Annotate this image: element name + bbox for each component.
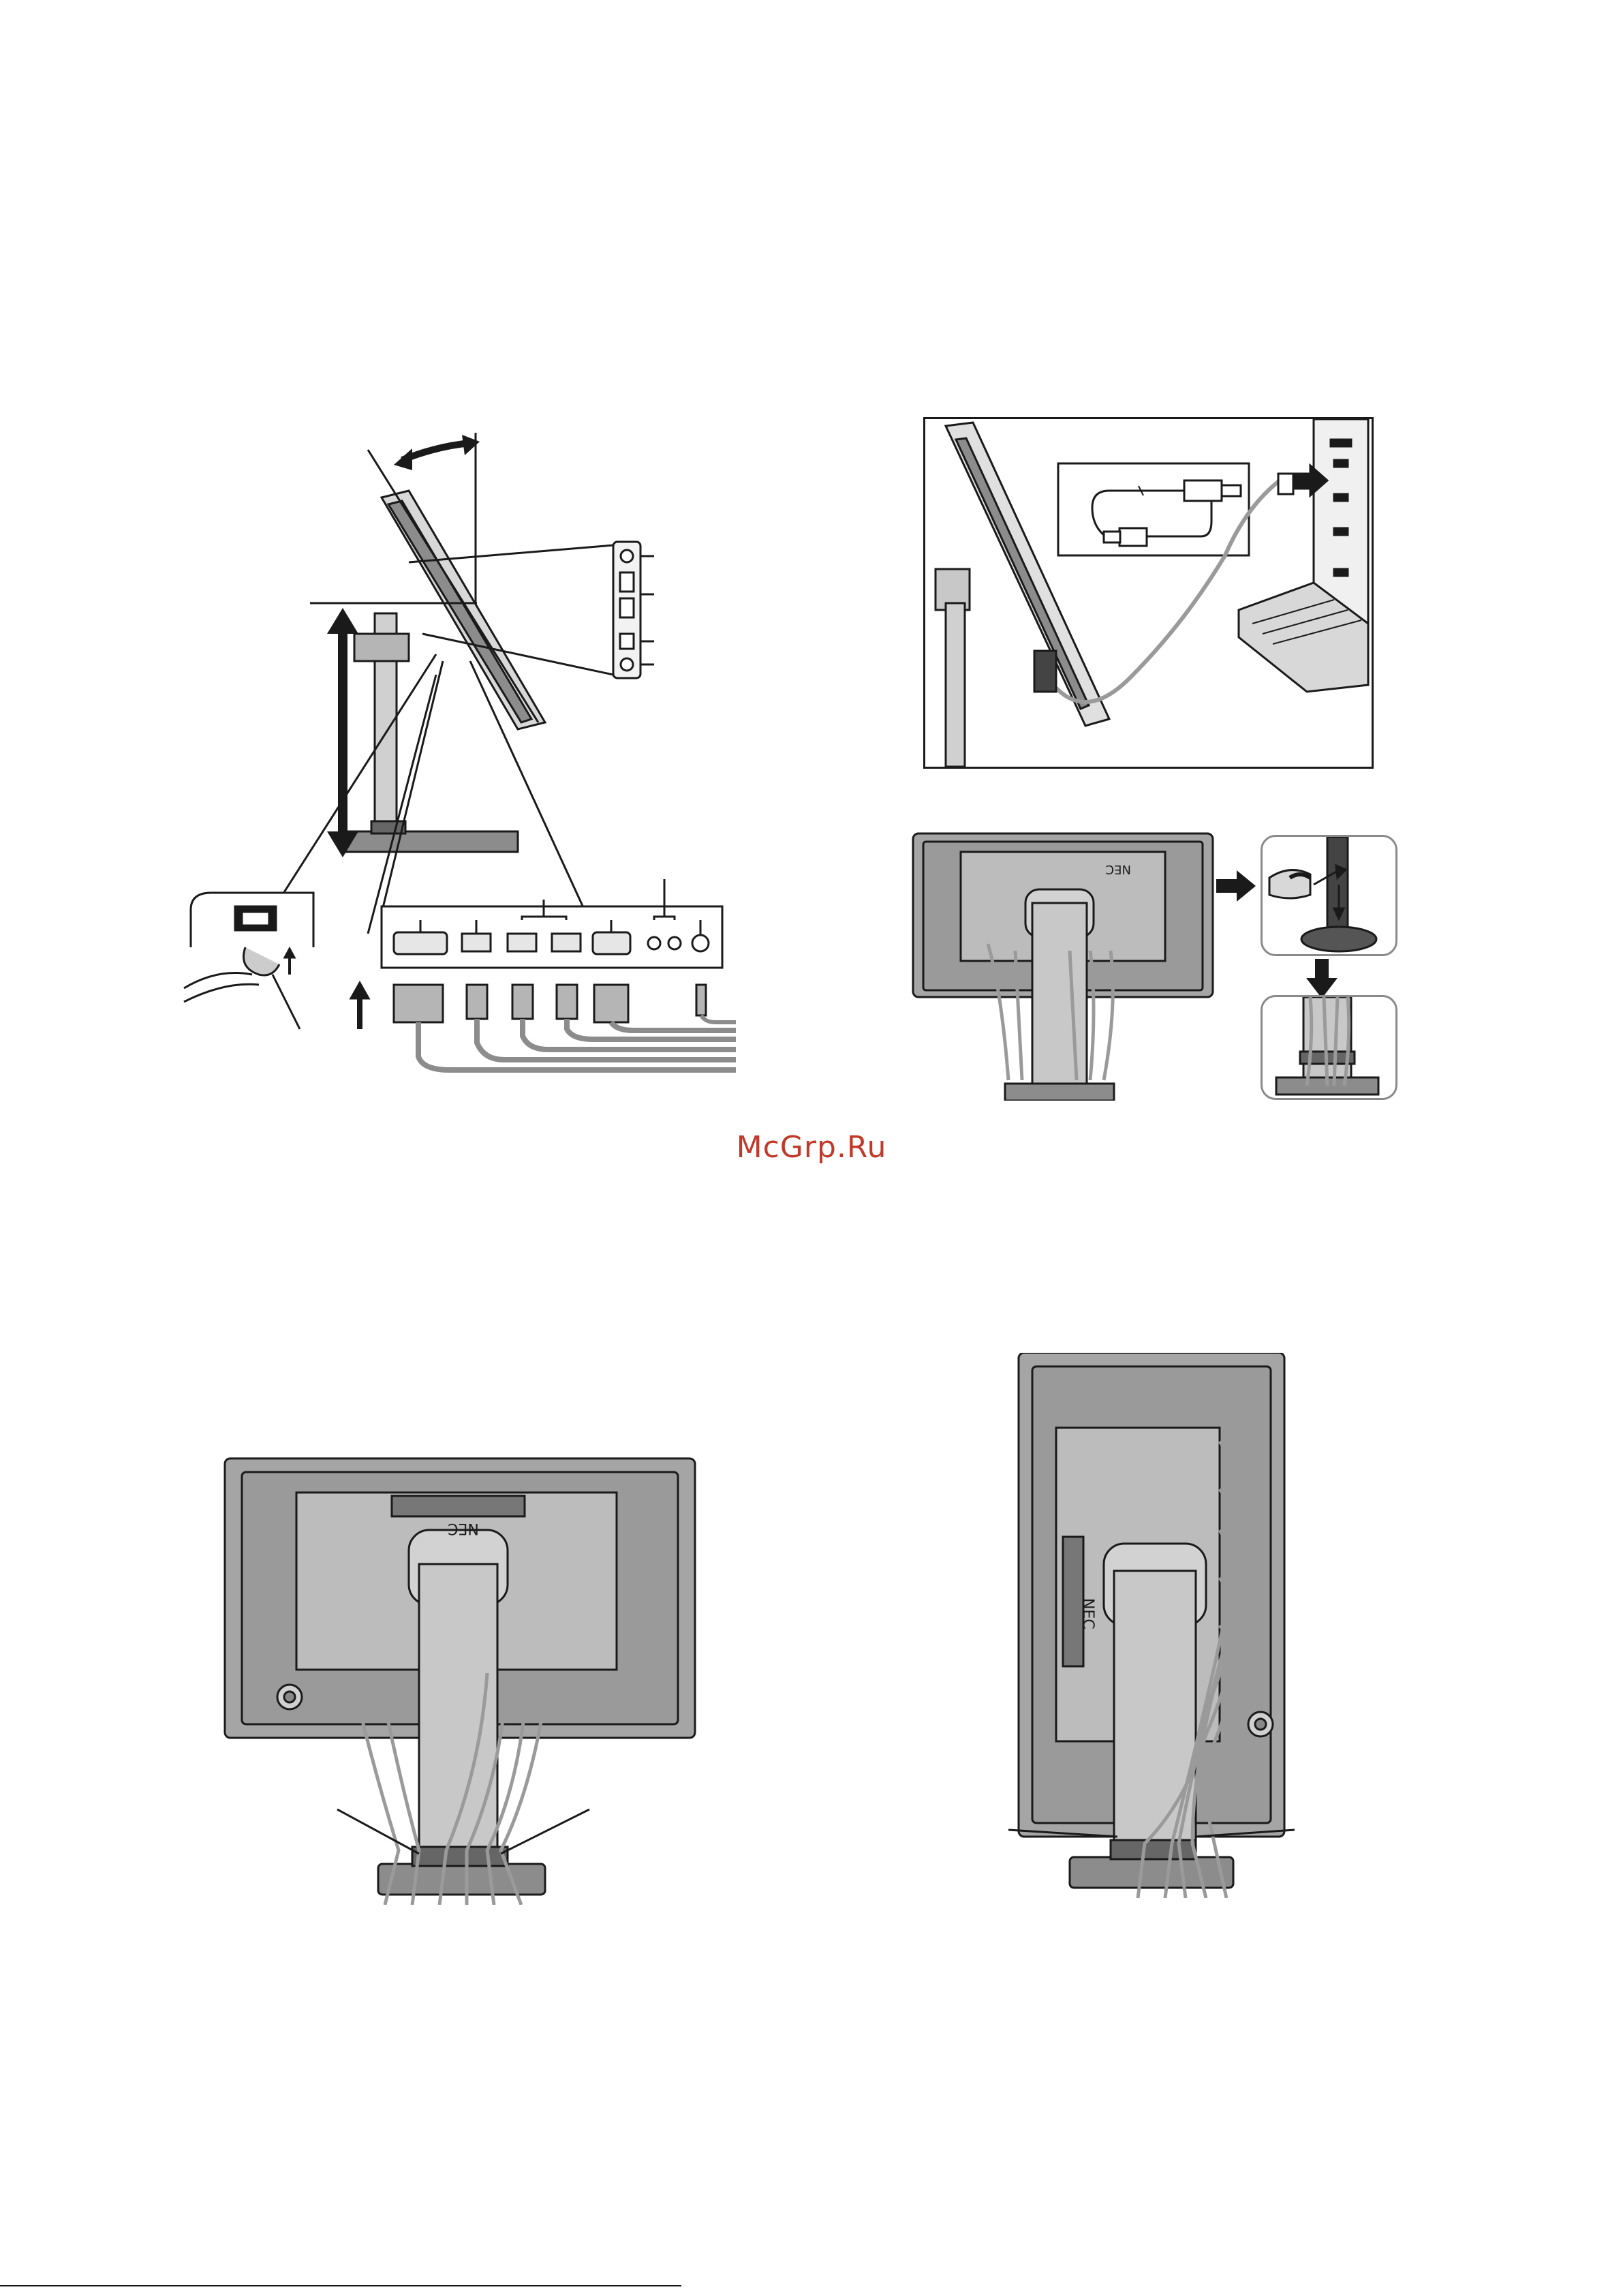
page-bottom-rule <box>0 2285 681 2286</box>
figure-rear-portrait: NEC <box>1008 1353 1295 1898</box>
cable-holder-icon <box>1263 837 1395 954</box>
cable-holder-step-1 <box>1261 835 1397 956</box>
power-connector-icon <box>184 893 313 1029</box>
monitor-rear-small: NEC <box>906 828 1220 1101</box>
usb-connection-diagram <box>925 419 1372 767</box>
cable-holder-attached <box>1263 997 1395 1098</box>
cable-holder-step-2 <box>1261 995 1397 1100</box>
side-view-diagram <box>177 429 736 1097</box>
port-panel <box>382 879 722 968</box>
figure-side-view-ports <box>177 429 736 1097</box>
brand-label-landscape: NEC <box>448 1520 479 1537</box>
brand-label-portrait: NEC <box>1079 1598 1096 1629</box>
right-arrow-icon <box>1216 869 1257 903</box>
figure-usb-connection <box>923 417 1374 769</box>
cable-plugs <box>351 983 736 1070</box>
rear-landscape-diagram: NEC <box>221 1455 698 1905</box>
down-arrow-icon <box>1305 959 1339 1000</box>
figure-cable-holder-attach: NEC <box>906 828 1397 1101</box>
watermark: McGrp.Ru <box>0 1130 1623 1165</box>
brand-label: NEC <box>1106 862 1131 876</box>
figure-rear-landscape: NEC <box>221 1455 698 1905</box>
tilt-arrow-icon <box>394 435 480 470</box>
rear-portrait-diagram: NEC <box>1008 1353 1295 1898</box>
side-port-callout <box>613 542 654 678</box>
